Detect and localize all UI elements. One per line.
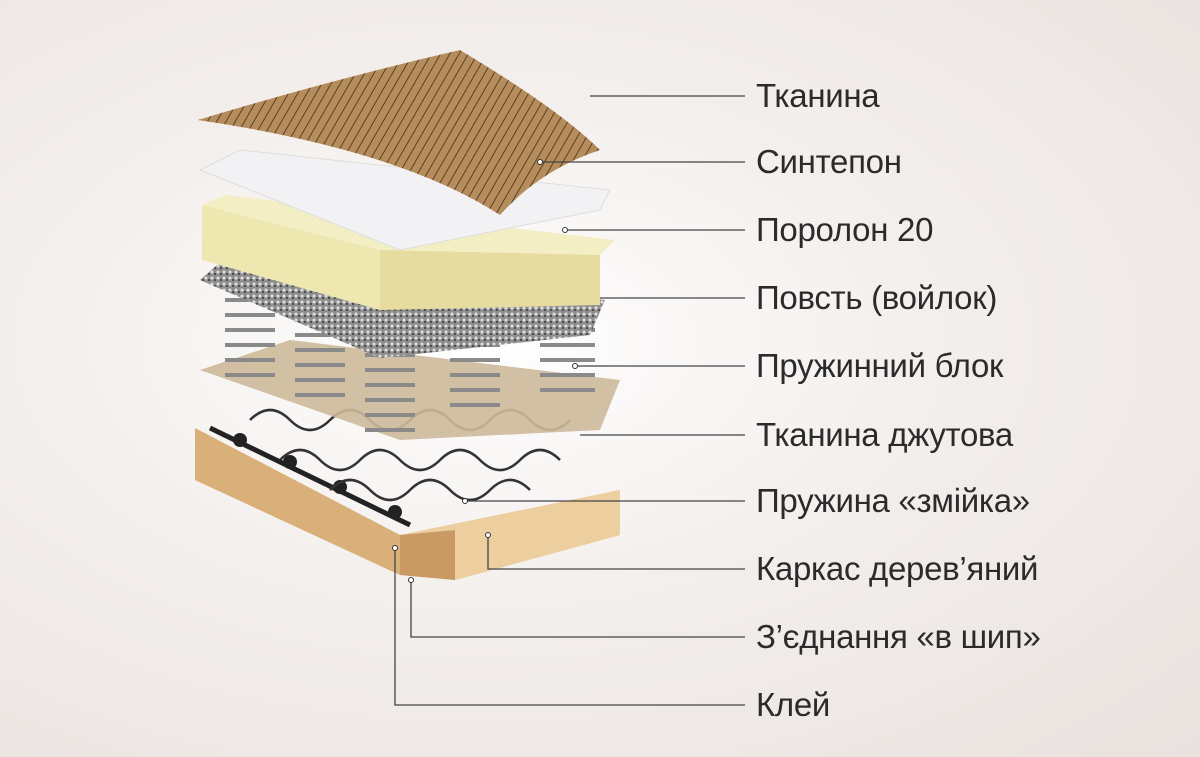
wooden-frame: [195, 425, 620, 580]
label-jute-fabric: Тканина джутова: [756, 416, 1013, 453]
label-foam: Поролон 20: [756, 211, 934, 248]
label-felt: Повсть (войлок): [756, 279, 998, 316]
label-wooden-frame: Каркас дерев’яний: [756, 550, 1039, 587]
synthepon-layer: [198, 149, 611, 251]
fabric-layer: [198, 50, 600, 215]
label-spring-block: Пружинний блок: [756, 347, 1004, 384]
label-tenon-joint: З’єднання «в шип»: [756, 618, 1041, 655]
label-synthepon: Синтепон: [756, 143, 902, 180]
label-fabric: Тканина: [756, 77, 880, 114]
leader-lines: [394, 95, 745, 706]
label-zigzag-spring: Пружина «змійка»: [756, 482, 1030, 519]
label-glue: Клей: [756, 686, 831, 723]
